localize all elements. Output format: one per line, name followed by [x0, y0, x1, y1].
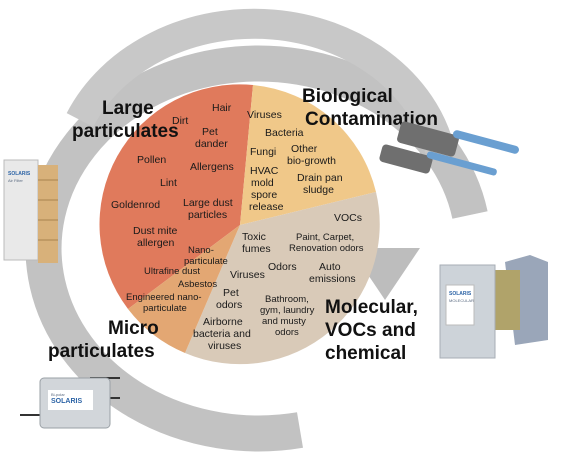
item-drain-1: Drain pan	[297, 172, 343, 184]
ionizer-brand: SOLARIS	[51, 398, 82, 405]
title-micro-2: particulates	[48, 341, 155, 362]
title-mol-1: Molecular,	[325, 297, 418, 318]
item-pollen: Pollen	[137, 154, 166, 166]
item-paint-1: Paint, Carpet,	[296, 232, 354, 243]
item-vocs: VOCs	[334, 212, 362, 224]
item-auto-1: Auto	[319, 261, 341, 273]
uv-lamp-1	[397, 121, 519, 157]
item-allergens: Allergens	[190, 161, 234, 173]
item-pet-odors-1: Pet	[223, 287, 239, 299]
item-bathroom-4: odors	[275, 327, 299, 338]
item-viruses-mol: Viruses	[230, 269, 265, 281]
title-mol-2: VOCs and	[325, 320, 416, 341]
item-dust-mite-1: Dust mite	[133, 225, 178, 237]
filter-brand: SOLARIS	[8, 171, 31, 177]
item-goldenrod: Goldenrod	[111, 199, 160, 211]
item-engineered-1: Engineered nano-	[126, 292, 202, 303]
title-bio-1: Biological	[302, 86, 393, 107]
molecular-items: VOCs Paint, Carpet, Renovation odors Tox…	[193, 212, 364, 352]
item-dust-mite-2: allergen	[137, 237, 175, 249]
item-large-dust-1: Large dust	[183, 197, 233, 209]
item-bathroom-2: gym, laundry	[260, 305, 315, 316]
item-paint-2: Renovation odors	[289, 243, 364, 254]
item-ultrafine: Ultrafine dust	[144, 266, 200, 277]
title-large-2: particulates	[72, 121, 179, 142]
item-asbestos: Asbestos	[178, 279, 217, 290]
biological-items: Viruses Bacteria Fungi Other bio-growth …	[247, 109, 343, 213]
item-bacteria: Bacteria	[265, 127, 304, 139]
ionizer-caption: Bi-polar	[51, 392, 65, 397]
title-micro-1: Micro	[108, 318, 159, 339]
item-hvac-3: spore	[251, 189, 277, 201]
item-hvac-4: release	[249, 201, 284, 213]
item-nano-1: Nano-	[188, 245, 214, 256]
item-airborne-1: Airborne	[203, 316, 243, 328]
item-nano-2: particulate	[184, 256, 228, 267]
air-filter-device: SOLARIS Air Filter	[3, 159, 58, 263]
item-lint: Lint	[160, 177, 177, 189]
item-pet-odors-2: odors	[216, 299, 242, 311]
box-brand: SOLARIS	[449, 291, 472, 297]
item-pet-dander-1: Pet	[202, 126, 218, 138]
filter-caption: Air Filter	[8, 178, 24, 183]
item-other-bio-2: bio-growth	[287, 155, 336, 167]
title-mol-3: chemical	[325, 343, 406, 364]
item-airborne-2: bacteria and	[193, 328, 251, 340]
wedge-large-particulates	[99, 84, 253, 309]
item-hvac-2: mold	[251, 177, 274, 189]
item-fungi: Fungi	[250, 146, 276, 158]
item-hair: Hair	[212, 102, 232, 114]
molecular-filter-device: SOLARIS MOLECULAR	[439, 255, 548, 359]
item-viruses-bio: Viruses	[247, 109, 282, 121]
pie-chart	[99, 84, 380, 365]
item-large-dust-2: particles	[188, 209, 227, 221]
wedge-micro	[128, 225, 240, 353]
wedge-molecular	[185, 192, 380, 365]
item-bathroom-1: Bathroom,	[265, 294, 309, 305]
micro-items: Nano- particulate Ultrafine dust Asbesto…	[126, 245, 228, 314]
item-engineered-2: particulate	[143, 303, 187, 314]
box-caption: MOLECULAR	[449, 298, 474, 303]
title-large-1: Large	[102, 98, 154, 119]
item-dirt: Dirt	[172, 115, 188, 127]
item-toxic-2: fumes	[242, 243, 271, 255]
item-toxic-1: Toxic	[242, 231, 266, 243]
item-airborne-3: viruses	[208, 340, 241, 352]
item-auto-2: emissions	[309, 273, 356, 285]
item-pet-dander-2: dander	[195, 138, 228, 150]
wedge-biological	[240, 85, 376, 225]
ionizer-device: SOLARIS Bi-polar	[20, 377, 120, 429]
item-other-bio-1: Other	[291, 143, 318, 155]
large-items: Hair Dirt Pet dander Pollen Allergens Li…	[111, 102, 234, 249]
uv-lamp-devices	[379, 121, 519, 176]
uv-lamp-2	[379, 144, 497, 176]
item-drain-2: sludge	[303, 184, 334, 196]
item-bathroom-3: and musty	[262, 316, 306, 327]
item-odors: Odors	[268, 261, 297, 273]
item-hvac-1: HVAC	[250, 165, 279, 177]
